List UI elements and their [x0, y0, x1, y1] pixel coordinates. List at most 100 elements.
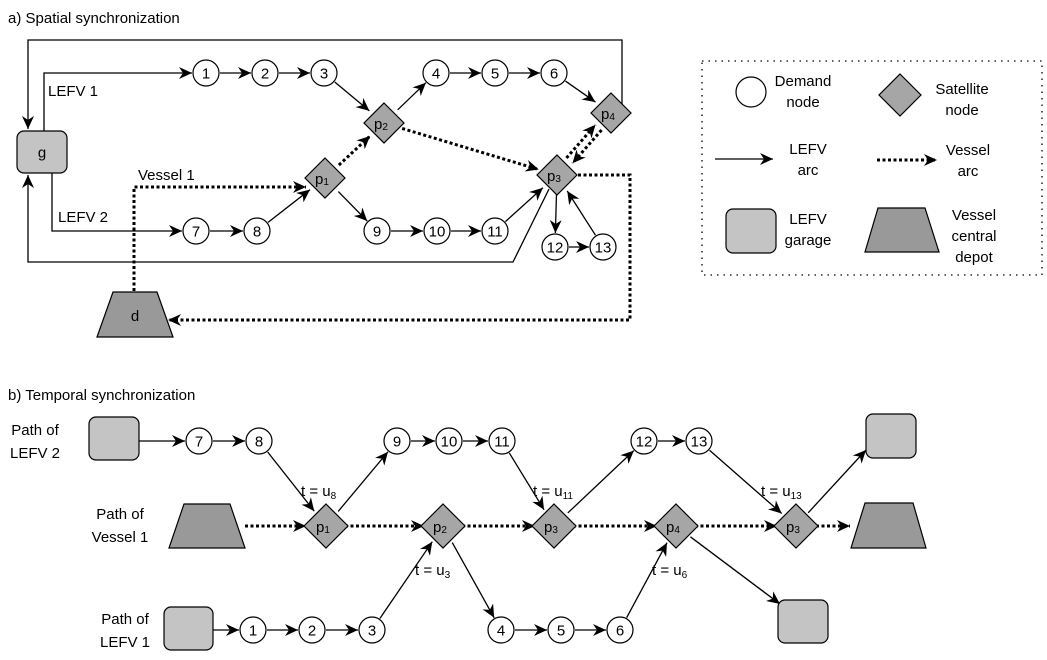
node-label: 10 [429, 224, 446, 241]
lefv2-label: LEFV 2 [58, 209, 108, 226]
satellite-diamond [536, 154, 578, 196]
node-label: 3 [368, 623, 376, 640]
demand-node-circle [251, 59, 279, 87]
panel-a-title: a) Spatial synchronization [8, 10, 180, 27]
garage-shape [88, 416, 140, 461]
node-label: 11 [494, 434, 510, 451]
lefv2-path-node-13: 13 [685, 427, 713, 455]
node-label: 6 [550, 66, 558, 83]
demand-node-6: 6 [540, 59, 568, 87]
satellite-label-base: p [374, 116, 382, 133]
demand-node-circle [358, 616, 386, 644]
legend-vessel-depot-label: depot [955, 249, 993, 266]
satellite-diamond [420, 503, 466, 549]
satellite-label: p3 [547, 168, 561, 185]
legend-demand-node-label: Demand [775, 73, 832, 90]
lefv1-path-node-4: 4 [487, 616, 515, 644]
legend-lefv-arc-label: arc [798, 162, 819, 179]
vessel-depot-d: d [96, 291, 174, 338]
legend-lefv-garage-label: garage [785, 232, 832, 249]
node-label: 9 [393, 434, 401, 451]
demand-node-13: 13 [589, 233, 617, 261]
lefv1-return-arc [22, 39, 623, 129]
lefv1-path-node-1: 1 [239, 616, 267, 644]
satellite-diamond [363, 102, 405, 144]
sync-time-base: t = u [301, 483, 331, 500]
depot-shape [864, 207, 940, 253]
lefv2-end-arc [807, 449, 867, 514]
demand-node-10: 10 [423, 217, 451, 245]
vessel-arc [337, 134, 372, 167]
node-label: 13 [691, 434, 708, 451]
lefv2-path-node-10: 10 [435, 427, 463, 455]
lefv-garage-g: g [16, 130, 68, 174]
node-label: 7 [192, 224, 200, 241]
node-label: 1 [249, 623, 257, 640]
node-label: 2 [308, 623, 316, 640]
node-label: 8 [253, 224, 261, 241]
legend-lefv-arc-label: LEFV [789, 141, 827, 158]
lefv1-path-node-6: 6 [606, 616, 634, 644]
demand-node-circle [589, 233, 617, 261]
node-label: 8 [255, 434, 263, 451]
sync-time-label: t = u6 [652, 562, 688, 581]
satellite-label: p1 [315, 171, 329, 188]
demand-node-circle [481, 59, 509, 87]
lefv-arc [626, 542, 668, 618]
node-label: 13 [595, 240, 612, 257]
demand-node-circle [481, 217, 509, 245]
demand-node-3: 3 [310, 59, 338, 87]
lefv-arc [379, 541, 433, 619]
demand-node-8: 8 [243, 217, 271, 245]
demand-node-circle [540, 59, 568, 87]
legend-box [701, 60, 1043, 276]
node-label: 10 [441, 434, 458, 451]
demand-node-circle [298, 616, 326, 644]
row-label-lefv1: LEFV 1 [100, 634, 150, 651]
satellite-diamond [590, 92, 632, 134]
lefv-arc [337, 451, 389, 512]
satellite-label-sub: 3 [555, 174, 561, 185]
legend-lefv-garage-icon [725, 208, 777, 254]
sync-time-sub: 8 [331, 491, 337, 502]
sync-time-label: t = u11 [533, 483, 573, 502]
satellite-label-sub: 3 [552, 525, 558, 536]
lefv-arc [709, 449, 783, 514]
garage-shape [725, 208, 777, 254]
lefv2-path-node-9: 9 [383, 427, 411, 455]
lefv2-return-arc [22, 175, 550, 263]
vessel-path-satellite-5: p3 [773, 503, 819, 549]
satellite-node-p1: p1 [304, 157, 346, 199]
node-label: 5 [491, 66, 499, 83]
satellite-label-base: p [601, 106, 609, 123]
lefv1-start-garage [163, 606, 214, 651]
vessel1-label: Vessel 1 [138, 167, 195, 184]
sync-time-label: t = u13 [761, 483, 802, 502]
node-label: 11 [487, 224, 503, 241]
lefv2-start-arc [51, 173, 182, 237]
demand-node-circle [243, 217, 271, 245]
vessel-path-satellite-2: p2 [420, 503, 466, 549]
satellite-label-base: p [666, 519, 674, 536]
satellite-label-sub: 1 [324, 525, 330, 536]
demand-node-circle [423, 217, 451, 245]
satellite-diamond [773, 503, 819, 549]
vessel-arc [571, 128, 603, 165]
demand-node-2: 2 [251, 59, 279, 87]
vessel-path-satellite-3: p3 [531, 503, 577, 549]
lefv-arc [267, 451, 315, 512]
demand-node-9: 9 [363, 217, 391, 245]
vessel-path-satellite-4: p4 [653, 503, 699, 549]
node-label: 7 [195, 434, 203, 451]
satellite-label-base: p [315, 171, 323, 188]
lefv-arc [267, 189, 311, 223]
row-label-lefv2: Path of [11, 422, 59, 439]
lefv1-path-node-3: 3 [358, 616, 386, 644]
lefv2-path-node-8: 8 [245, 427, 273, 455]
legend-satellite-node-label: Satellite [935, 81, 988, 98]
lefv1-end-garage [777, 599, 829, 644]
node-label: 4 [497, 623, 505, 640]
depot-shape [850, 502, 927, 549]
row-label-lefv1: Path of [101, 611, 149, 628]
lefv-arc [549, 193, 562, 234]
